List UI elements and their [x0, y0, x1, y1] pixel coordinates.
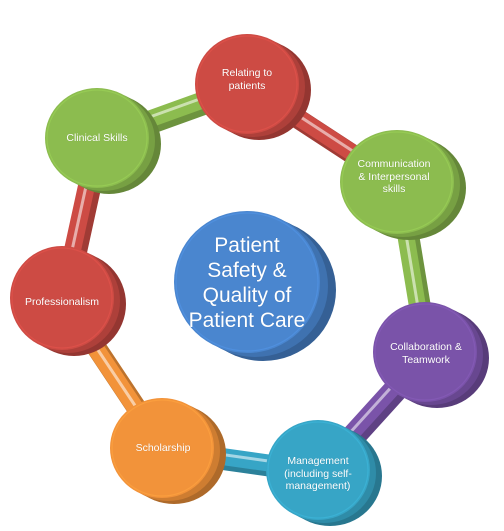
disk-clinical-skills-face — [45, 88, 149, 188]
disk-relating-to-patients-face — [195, 34, 299, 134]
disk-professionalism-rim — [11, 247, 113, 349]
disk-professionalism-face — [10, 246, 114, 350]
center-label: Patient Safety & Quality of Patient Care — [188, 234, 306, 332]
disk-center-rim — [175, 212, 319, 352]
node-label-collaboration: Collaboration & Teamwork — [390, 341, 462, 366]
disk-communication-face — [340, 130, 454, 234]
disk-center — [174, 211, 336, 361]
disk-scholarship — [110, 398, 226, 504]
disk-clinical-skills — [45, 88, 161, 194]
node-label-clinical-skills: Clinical Skills — [66, 131, 128, 144]
disk-collaboration-rim — [374, 303, 476, 401]
disk-communication — [340, 130, 466, 240]
node-label-communication: Communication & Interpersonal skills — [357, 158, 431, 196]
disk-relating-to-patients-rim — [196, 35, 298, 133]
disk-relating-to-patients — [195, 34, 311, 140]
disk-collaboration-face — [373, 302, 477, 402]
node-label-scholarship: Scholarship — [135, 441, 191, 454]
disk-communication-rim — [341, 131, 453, 233]
node-label-management: Management (including self- management) — [284, 455, 352, 493]
disk-scholarship-rim — [111, 399, 213, 497]
node-label-professionalism: Professionalism — [24, 295, 100, 308]
disk-management-rim — [267, 421, 369, 519]
disk-scholarship-face — [110, 398, 214, 498]
disk-clinical-skills-rim — [46, 89, 148, 187]
disk-shapes — [10, 34, 489, 526]
disk-management — [266, 420, 382, 526]
node-label-relating-to-patients: Relating to patients — [221, 67, 273, 92]
disk-center-face — [174, 211, 320, 353]
disk-professionalism — [10, 246, 126, 356]
disk-collaboration — [373, 302, 489, 408]
disk-management-face — [266, 420, 370, 520]
